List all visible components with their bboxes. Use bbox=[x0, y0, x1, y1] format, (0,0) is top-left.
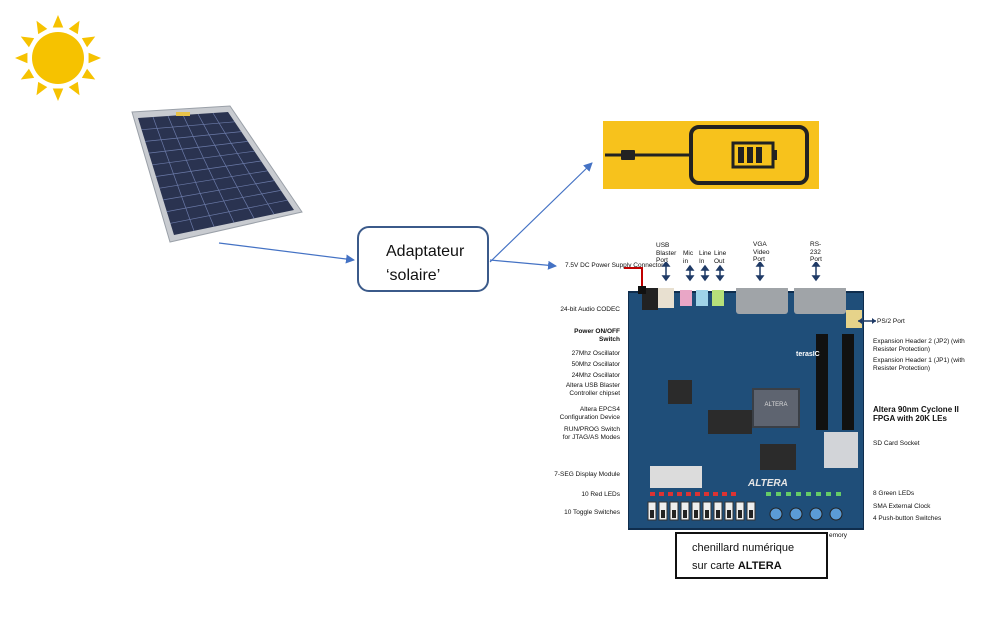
label-jp1: Expansion Header 1 (JP1) (with Resister … bbox=[873, 357, 965, 372]
altera-board-image: ALTERA terasIC ALTERA bbox=[628, 288, 864, 530]
ps2-arrow-icon bbox=[858, 318, 876, 324]
label-run-prog: RUN/PROG Switch for JTAG/AS Modes bbox=[562, 426, 620, 441]
label-rs232-port: RS-232 Port bbox=[810, 241, 822, 263]
arrow-panel-to-adapter bbox=[218, 242, 355, 264]
label-osc-50: 50Mhz Oscillator bbox=[571, 361, 620, 368]
label-audio-codec: 24-bit Audio CODEC bbox=[560, 306, 620, 313]
solar-panel-image bbox=[131, 105, 303, 243]
sun-icon bbox=[15, 15, 101, 101]
arrow-adapter-to-board bbox=[489, 259, 557, 270]
caption-box: chenillard numérique sur carte ALTERA bbox=[675, 532, 828, 579]
port-arrows-icon bbox=[661, 262, 821, 282]
label-sd-card: SD Card Socket bbox=[873, 440, 920, 447]
label-ps2: PS/2 Port bbox=[877, 318, 905, 325]
label-power-supply: 7.5V DC Power Supply Connector bbox=[565, 262, 664, 269]
board-bottom-brand: ALTERA bbox=[747, 478, 788, 489]
label-vga-port: VGA Video Port bbox=[753, 241, 770, 263]
label-push-buttons: 4 Push-button Switches bbox=[873, 515, 942, 522]
label-green-leds: 8 Green LEDs bbox=[873, 490, 915, 497]
label-osc-27: 27Mhz Oscillator bbox=[571, 350, 620, 357]
label-jp2: Expansion Header 2 (JP2) (with Resister … bbox=[873, 338, 965, 353]
adapter-line1: Adaptateur bbox=[386, 243, 465, 260]
label-red-leds: 10 Red LEDs bbox=[581, 491, 620, 498]
caption-line1: chenillard numérique bbox=[692, 542, 795, 554]
label-osc-24: 24Mhz Oscillator bbox=[571, 372, 620, 379]
label-fpga: Altera 90nm Cyclone II FPGA with 20K LEs bbox=[873, 405, 959, 423]
power-connector-icon bbox=[624, 267, 646, 294]
label-toggle-switches: 10 Toggle Switches bbox=[564, 509, 620, 516]
label-line-out: Line Out bbox=[714, 250, 727, 265]
board-brand: terasIC bbox=[796, 351, 820, 358]
label-usb-port: USB Blaster Port bbox=[656, 242, 677, 264]
adapter-line2: ‘solaire’ bbox=[386, 267, 441, 284]
caption-line2-bold: ALTERA bbox=[737, 560, 782, 572]
adapter-box: Adaptateur ‘solaire’ bbox=[357, 226, 489, 292]
label-line-in: Line In bbox=[699, 250, 712, 265]
label-memory-partial: emory bbox=[829, 532, 848, 539]
label-usb-blaster-chip: Altera USB Blaster Controller chipset bbox=[565, 382, 620, 397]
label-sma-clock: SMA External Clock bbox=[873, 503, 931, 510]
fpga-chip-brand: ALTERA bbox=[765, 402, 788, 408]
label-power-switch: Power ON/OFF Switch bbox=[574, 328, 620, 343]
caption-line2: sur carte ALTERA bbox=[692, 557, 826, 575]
label-epcs4: Altera EPCS4 Configuration Device bbox=[559, 406, 620, 421]
phone-charging-image bbox=[603, 121, 819, 189]
label-7seg: 7-SEG Display Module bbox=[554, 471, 620, 478]
label-mic-in: Mic in bbox=[683, 250, 694, 265]
caption-line2-prefix: sur carte bbox=[692, 560, 738, 572]
arrow-adapter-to-phone bbox=[489, 162, 593, 263]
